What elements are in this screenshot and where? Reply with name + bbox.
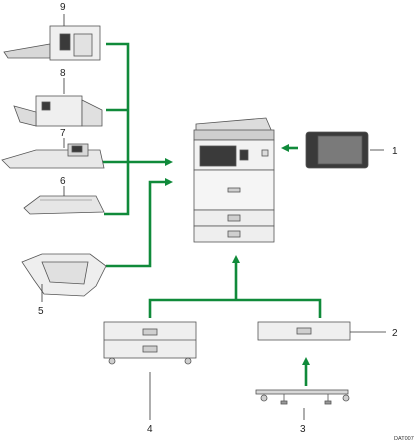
label-8: 8 bbox=[60, 68, 66, 79]
label-5: 5 bbox=[38, 306, 44, 317]
label-7: 7 bbox=[60, 128, 66, 139]
connector-arrow-to-main-2 bbox=[106, 178, 173, 268]
figure-code: DAT007 bbox=[394, 436, 414, 442]
connector-arrow-trays bbox=[148, 298, 322, 318]
option-8-finisher bbox=[13, 95, 103, 127]
leader-lines bbox=[41, 14, 386, 420]
option-6-tray bbox=[23, 195, 105, 215]
label-9: 9 bbox=[60, 2, 66, 13]
label-6: 6 bbox=[60, 176, 66, 187]
option-5-tray bbox=[21, 253, 107, 297]
option-2-paper-feed-unit bbox=[257, 321, 351, 341]
option-1-control-panel bbox=[305, 131, 369, 169]
label-2: 2 bbox=[392, 328, 398, 339]
option-9-finisher bbox=[3, 25, 101, 61]
option-7-finisher bbox=[1, 143, 105, 169]
label-1: 1 bbox=[392, 146, 398, 157]
connector-options-bracket bbox=[104, 42, 130, 216]
main-unit bbox=[193, 117, 275, 243]
label-4: 4 bbox=[147, 424, 153, 435]
label-3: 3 bbox=[300, 424, 306, 435]
option-4-paper-feed-unit bbox=[103, 321, 197, 365]
option-3-caster-table bbox=[255, 389, 350, 405]
